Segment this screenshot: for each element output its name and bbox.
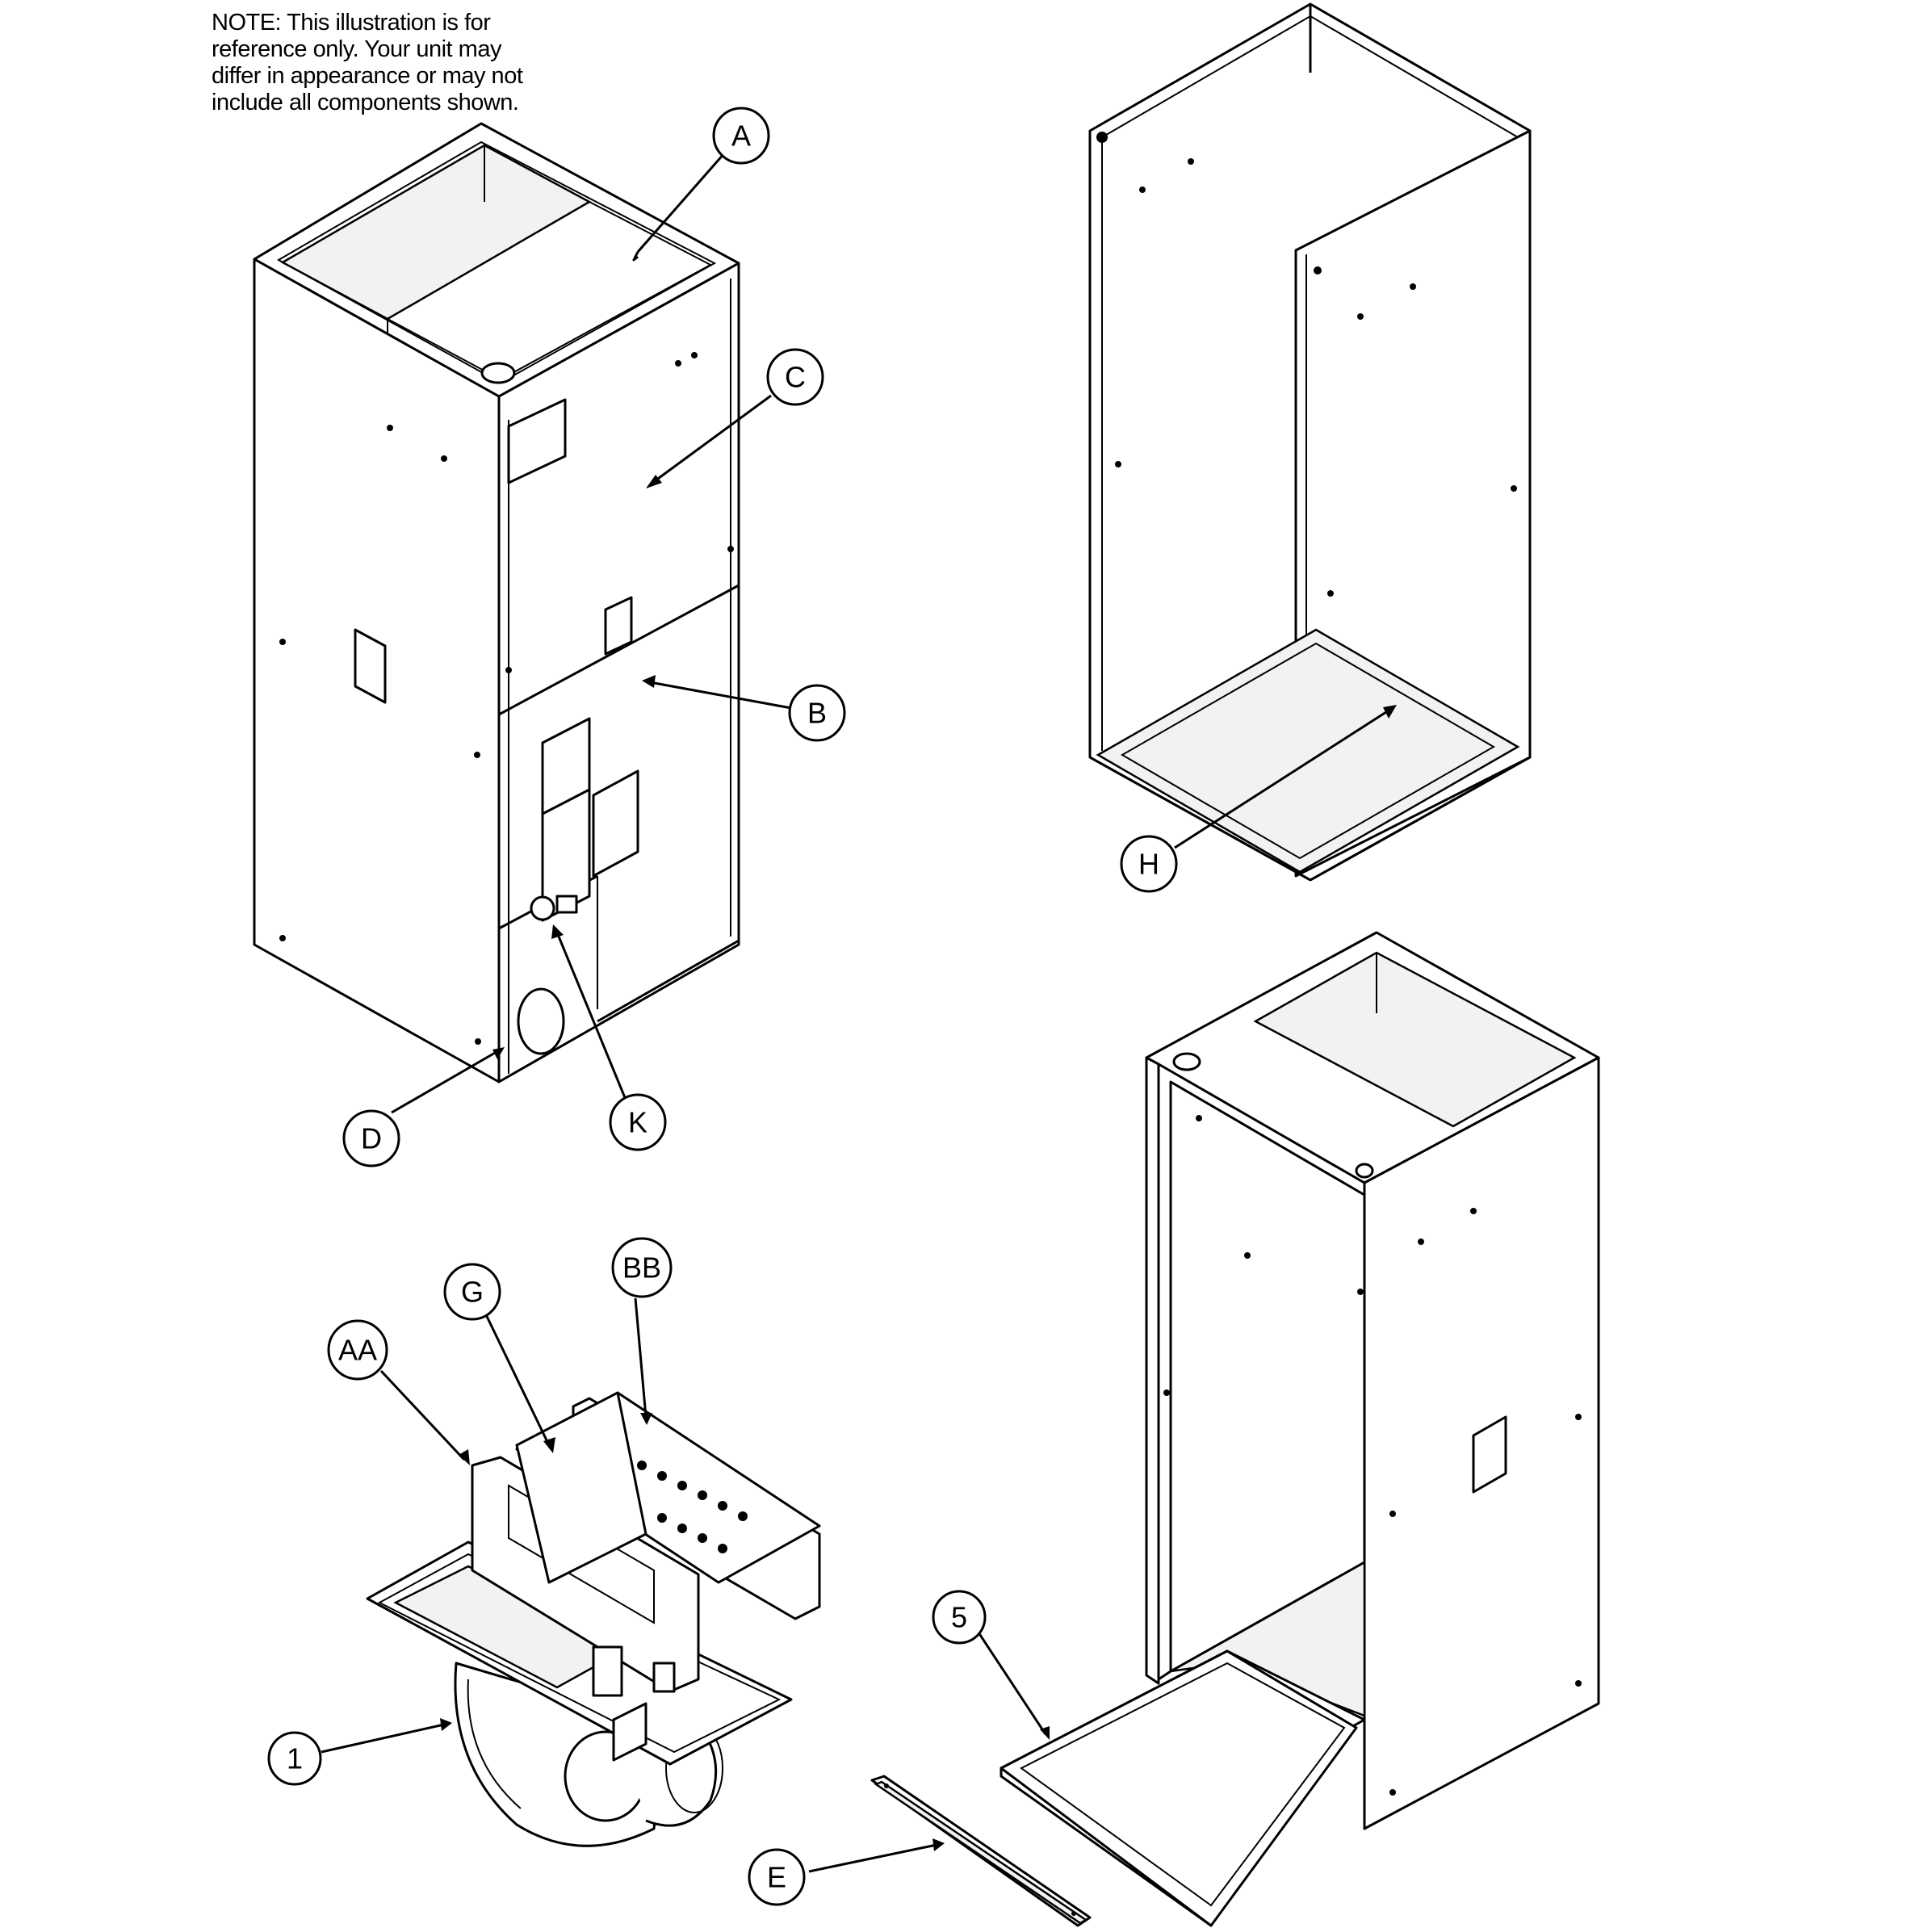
- svg-text:E: E: [767, 1861, 786, 1894]
- svg-text:A: A: [731, 119, 751, 153]
- blower-assembly: [366, 1391, 821, 1847]
- svg-text:K: K: [628, 1106, 647, 1139]
- leader-lines: [321, 153, 1397, 1873]
- svg-text:H: H: [1138, 848, 1159, 881]
- note-line-3: differ in appearance or may not: [212, 63, 523, 89]
- callout-BB: BB: [611, 1237, 673, 1298]
- svg-text:C: C: [785, 361, 806, 394]
- note-line-2: reference only. Your unit may: [212, 36, 501, 62]
- note-line-4: include all components shown.: [212, 90, 519, 115]
- svg-text:1: 1: [287, 1742, 303, 1775]
- rail-part: [870, 1775, 1092, 1927]
- svg-text:AA: AA: [338, 1334, 377, 1367]
- callout-K: K: [609, 1093, 667, 1151]
- cabinet-shell: [1088, 2, 1532, 882]
- callout-1: 1: [267, 1731, 322, 1786]
- callout-H: H: [1120, 835, 1178, 893]
- note-line-1: NOTE: This illustration is for: [212, 10, 491, 36]
- bottom-panel: [1000, 1649, 1366, 1927]
- callout-5: 5: [932, 1590, 987, 1645]
- svg-text:D: D: [361, 1122, 382, 1155]
- cabinet-open-front: [1145, 931, 1600, 1830]
- callout-E: E: [748, 1848, 806, 1906]
- callout-C: C: [766, 348, 824, 406]
- svg-text:BB: BB: [622, 1251, 661, 1285]
- svg-text:5: 5: [951, 1601, 967, 1634]
- callout-B: B: [788, 684, 846, 742]
- svg-text:B: B: [807, 697, 827, 730]
- reference-note: NOTE: This illustration is for reference…: [212, 10, 599, 116]
- callout-D: D: [342, 1109, 400, 1167]
- svg-text:G: G: [461, 1276, 484, 1309]
- callout-G: G: [443, 1263, 501, 1321]
- callout-AA: AA: [327, 1319, 388, 1381]
- assembled-cabinet: [253, 122, 740, 1083]
- callout-A: A: [712, 107, 770, 165]
